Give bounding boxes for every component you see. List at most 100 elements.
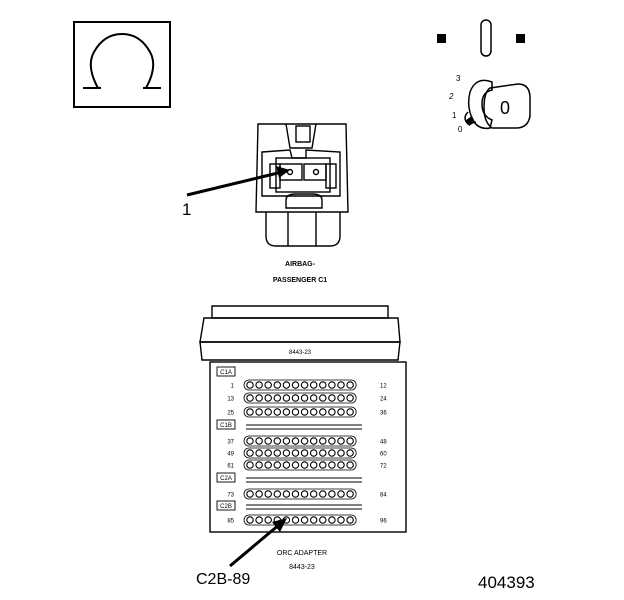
pin: [300, 449, 309, 457]
pin: [291, 408, 300, 416]
ignition-off-icon: [437, 19, 525, 57]
pin: [255, 490, 263, 498]
pin: [264, 381, 272, 389]
section-tag: C1B: [220, 423, 232, 429]
figure-number: 404393: [478, 573, 535, 592]
row-end-number: 60: [380, 452, 387, 458]
pin: [319, 437, 327, 445]
pin: [337, 449, 345, 457]
ignition-position-0: 0: [458, 125, 463, 134]
adapter-top-part-number: 8443-23: [289, 350, 312, 356]
row-end-number: 12: [380, 384, 387, 390]
pin: [300, 516, 309, 524]
pin: [246, 516, 254, 524]
pin: [255, 516, 263, 524]
pin: [337, 461, 345, 469]
pin: [273, 394, 282, 402]
pin-row-outline: [243, 488, 357, 500]
pin: [319, 461, 327, 469]
pin: [264, 408, 272, 416]
pin: [346, 516, 354, 524]
pin: [346, 381, 354, 389]
row-start-number: 25: [227, 411, 234, 417]
pin: [309, 437, 318, 445]
row-start-number: 1: [231, 384, 235, 390]
pin: [346, 394, 354, 402]
pin: [337, 381, 345, 389]
pin: [328, 516, 336, 524]
row-end-number: 96: [380, 519, 387, 525]
orc-adapter-body: [199, 305, 407, 533]
pin: [328, 408, 336, 416]
pin: [264, 516, 272, 524]
pin: [300, 381, 309, 389]
pin: [300, 461, 309, 469]
pin: [346, 408, 354, 416]
pin: [346, 490, 354, 498]
pin: [246, 449, 254, 457]
pin: [282, 437, 291, 445]
pin: [282, 461, 291, 469]
pin: [300, 437, 309, 445]
pin: [309, 490, 318, 498]
pin-row-outline: [243, 379, 357, 391]
connector-pointer: [186, 166, 290, 197]
pin: [255, 437, 263, 445]
pin: [309, 461, 318, 469]
pin: [291, 437, 300, 445]
pin: [273, 437, 282, 445]
pin: [264, 461, 272, 469]
pin: [291, 381, 300, 389]
pin: [282, 449, 291, 457]
ignition-key-icon: 3 2 1 0 0: [448, 74, 531, 134]
pin-callout-pointer: [229, 518, 287, 568]
section-tag-box: [216, 419, 236, 430]
pin: [319, 516, 327, 524]
row-end-number: 36: [380, 411, 387, 417]
pin: [273, 408, 282, 416]
pin: [328, 461, 336, 469]
pin: [273, 449, 282, 457]
pin: [246, 437, 254, 445]
section-tag-box: [216, 500, 236, 511]
pin: [282, 381, 291, 389]
pin-row-outline: [243, 435, 357, 447]
row-start-number: 85: [227, 519, 234, 525]
adapter-name: ORC ADAPTER: [277, 550, 327, 557]
pin: [264, 394, 272, 402]
pin: [328, 394, 336, 402]
pin: [291, 461, 300, 469]
row-end-number: 48: [380, 440, 387, 446]
pin: [319, 490, 327, 498]
section-tag-box: [216, 472, 236, 483]
pin: [328, 437, 336, 445]
pin: [328, 381, 336, 389]
pin: [319, 381, 327, 389]
ignition-position-1: 1: [452, 111, 457, 120]
pin: [282, 408, 291, 416]
section-tag-box: [216, 366, 236, 377]
pin-row-outline: [243, 447, 357, 459]
pin: [346, 449, 354, 457]
pin: [337, 490, 345, 498]
pin: [291, 490, 300, 498]
adapter-part-number: 8443-23: [289, 564, 315, 571]
connector-name-line2: PASSENGER C1: [273, 277, 327, 284]
pin: [246, 408, 254, 416]
row-end-number: 72: [380, 464, 387, 470]
ohm-symbol-icon: [73, 21, 171, 108]
row-start-number: 61: [227, 464, 234, 470]
pin-block: [243, 379, 362, 526]
connector-name-line1: AIRBAG-: [285, 261, 316, 268]
section-tag: C1A: [220, 370, 232, 376]
pin-row-outline: [243, 406, 357, 418]
pin: [319, 408, 327, 416]
pin: [319, 394, 327, 402]
row-end-number: 24: [380, 397, 387, 403]
pin: [337, 516, 345, 524]
pin: [255, 449, 263, 457]
pin: [273, 461, 282, 469]
pin: [246, 381, 254, 389]
